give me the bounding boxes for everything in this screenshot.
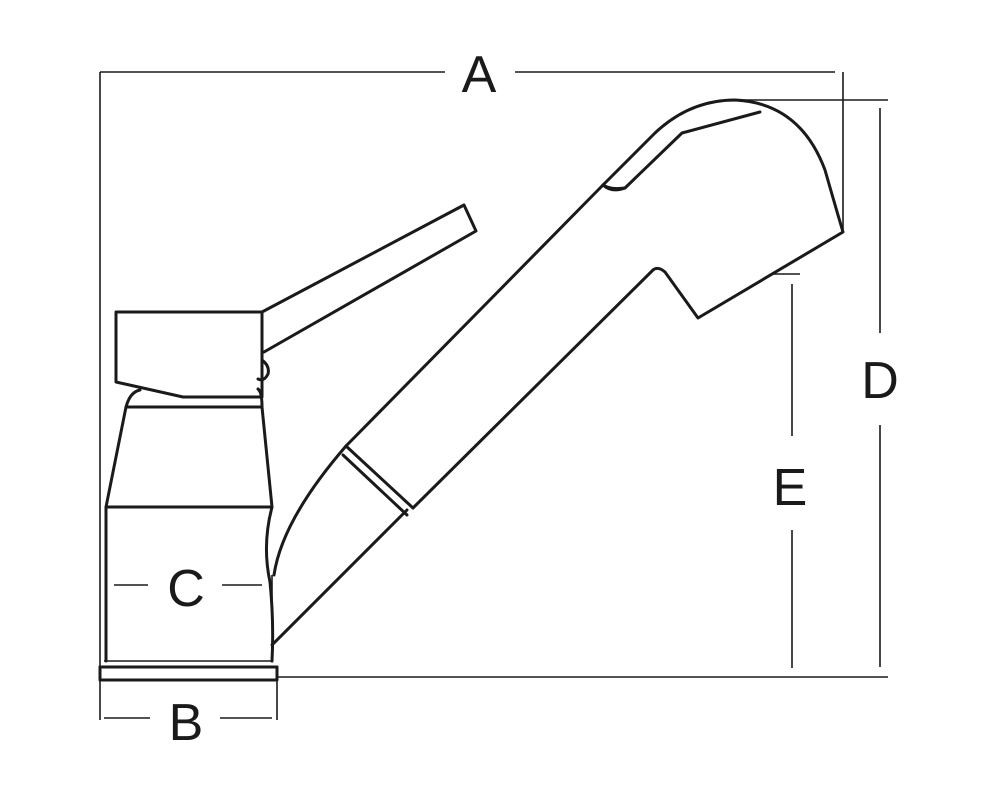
dimension-label-e: E bbox=[773, 459, 808, 517]
faucet-drawing bbox=[98, 98, 845, 682]
base-plate bbox=[98, 660, 279, 682]
dimension-label-d: D bbox=[861, 352, 899, 410]
faucet-body bbox=[104, 387, 275, 663]
handle bbox=[114, 203, 478, 399]
spout bbox=[270, 183, 655, 647]
dimension-label-a: A bbox=[462, 46, 497, 104]
spray-head bbox=[601, 98, 845, 320]
dimension-label-c: C bbox=[167, 560, 205, 618]
dimension-label-b: B bbox=[169, 694, 204, 752]
dimension-lines bbox=[99, 71, 888, 720]
